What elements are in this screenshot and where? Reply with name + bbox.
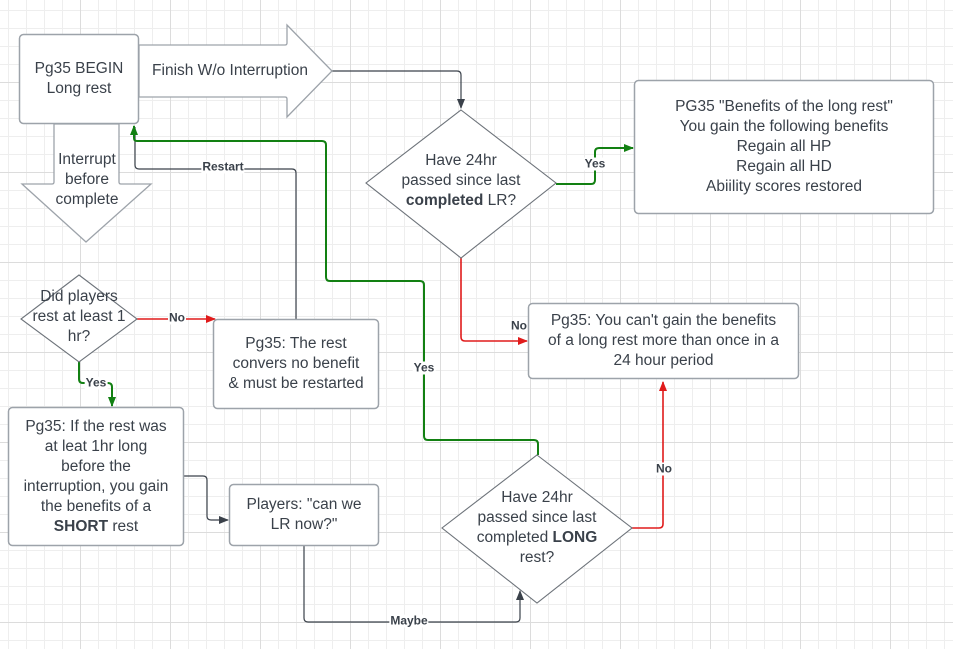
- edge-label-yes-green-loop: Yes: [412, 360, 436, 375]
- short-rest-node[interactable]: [7, 406, 185, 547]
- connector-finish-to-decision: [332, 70, 465, 109]
- edge-label-no-1hr: No: [168, 310, 186, 325]
- no-benefit-node-label: Pg35: The rest convers no benefit & must…: [228, 335, 364, 392]
- edge-label-yes-1hr: Yes: [84, 375, 108, 390]
- players-ask-node-label: Players: "can we LR now?": [246, 496, 362, 533]
- interrupt-arrow-shape[interactable]: [20, 123, 153, 243]
- edge-label-maybe: Maybe: [389, 613, 429, 628]
- decision-24hr-text-bold: completed: [405, 192, 484, 209]
- edge-label-no-long: No: [655, 461, 673, 476]
- edge-label-yes-benefits: Yes: [583, 156, 607, 171]
- decision-24hr-text-post: LR?: [483, 192, 517, 209]
- decision-long-text-bold: LONG: [552, 529, 598, 546]
- decision-long-label: Have 24hr passed since last completed LO…: [462, 485, 612, 571]
- benefits-node[interactable]: [633, 79, 935, 215]
- connector-restart: [134, 127, 297, 320]
- begin-node-label: Pg35 BEGIN Long rest: [34, 60, 124, 97]
- no-benefit-node[interactable]: [212, 318, 380, 410]
- short-rest-text-post: rest: [108, 517, 139, 535]
- decision-24hr-shape[interactable]: [365, 109, 557, 259]
- decision-long-text-pre: Have 24hr passed since last completed: [476, 489, 597, 546]
- edge-label-restart: Restart: [201, 159, 245, 174]
- decision-1hr-shape[interactable]: [20, 274, 138, 363]
- connector-no-to-once: [460, 258, 528, 345]
- connector-green-loop-to-begin: [130, 125, 539, 455]
- decision-long-text-post: rest?: [519, 549, 555, 566]
- once-per-24-node-label: Pg35: You can't gain the benefits of a l…: [548, 312, 779, 369]
- finish-arrow-shape[interactable]: [138, 23, 333, 119]
- decision-24hr-text-pre: Have 24hr passed since last: [401, 152, 521, 189]
- decision-1hr-label: Did players rest at least 1 hr?: [32, 288, 126, 345]
- short-rest-text-pre: Pg35: If the rest was at leat 1hr long b…: [23, 417, 169, 515]
- once-per-24-node[interactable]: [527, 302, 800, 380]
- short-rest-text-bold: SHORT: [53, 517, 109, 535]
- players-ask-node[interactable]: [228, 483, 380, 547]
- short-rest-node-label: Pg35: If the rest was at leat 1hr long b…: [9, 408, 183, 545]
- interrupt-arrow-label: Interrupt before complete: [55, 151, 119, 208]
- connector-no-long: [631, 381, 667, 529]
- edge-label-no-once: No: [511, 318, 527, 333]
- decision-long-shape[interactable]: [441, 454, 633, 604]
- benefits-node-label: PG35 "Benefits of the long rest" You gai…: [675, 98, 893, 195]
- finish-arrow-label: Finish W/o Interruption: [152, 62, 308, 79]
- connector-short-to-players: [184, 475, 229, 524]
- decision-24hr-label: Have 24hr passed since last completed LR…: [381, 148, 541, 214]
